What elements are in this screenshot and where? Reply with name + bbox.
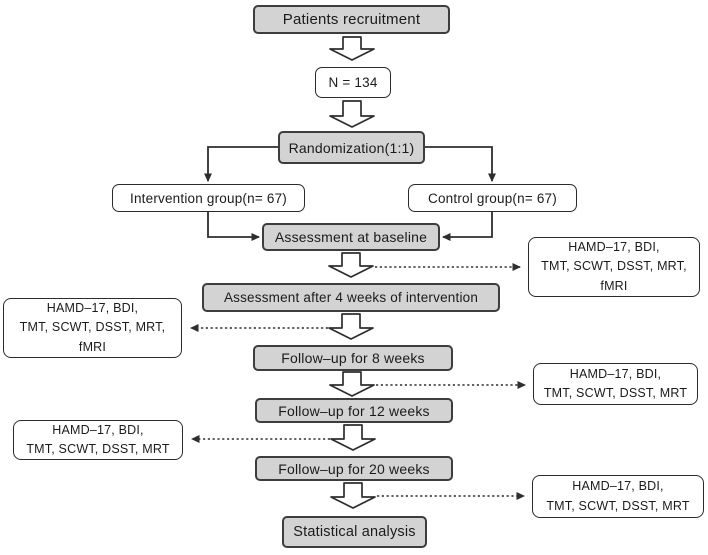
node-baseline-assessment: Assessment at baseline	[262, 223, 440, 251]
node-randomization: Randomization(1:1)	[278, 131, 425, 164]
node-week4-assessment: Assessment after 4 weeks of intervention	[202, 283, 500, 312]
node-followup-8-weeks: Follow–up for 8 weeks	[253, 345, 453, 371]
node-followup-20-weeks: Follow–up for 20 weeks	[255, 456, 453, 481]
node-followup-12-weeks: Follow–up for 12 weeks	[255, 398, 453, 423]
block-arrow-after-baseline	[328, 252, 374, 278]
block-arrow-after-followup12	[330, 424, 376, 451]
block-arrow-after-sample-size	[329, 100, 375, 128]
node-patients-recruitment: Patients recruitment	[253, 5, 450, 34]
block-arrow-after-followup20	[330, 482, 376, 509]
block-arrow-after-followup8	[329, 371, 375, 397]
node-intervention-group: Intervention group(n= 67)	[112, 184, 305, 212]
connector-intervention-to-baseline	[207, 212, 260, 241]
node-measures-baseline-right: HAMD–17, BDI, TMT, SCWT, DSST, MRT, fMRI	[528, 237, 700, 297]
block-arrow-after-week4	[328, 313, 374, 340]
node-control-group: Control group(n= 67)	[408, 184, 577, 212]
node-measures-8w-right: HAMD–17, BDI, TMT, SCWT, DSST, MRT	[533, 363, 698, 405]
connector-randomization-to-control	[425, 146, 496, 182]
block-arrow-after-recruitment	[329, 36, 375, 61]
node-measures-20w-right: HAMD–17, BDI, TMT, SCWT, DSST, MRT	[532, 475, 704, 518]
node-sample-size: N = 134	[315, 67, 391, 98]
node-measures-12w-left: HAMD–17, BDI, TMT, SCWT, DSST, MRT	[13, 420, 183, 460]
connector-control-to-baseline	[442, 212, 493, 241]
node-measures-week4-left: HAMD–17, BDI, TMT, SCWT, DSST, MRT, fMRI	[3, 298, 182, 358]
connector-randomization-to-intervention	[204, 146, 278, 182]
node-statistical-analysis: Statistical analysis	[282, 516, 427, 548]
